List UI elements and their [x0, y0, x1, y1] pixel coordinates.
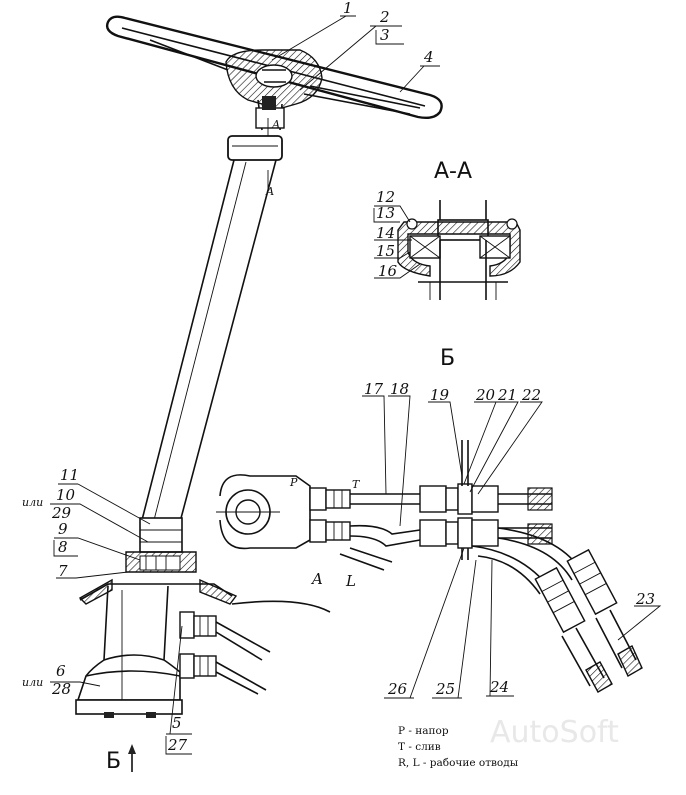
- callout-17: 17: [364, 380, 384, 398]
- callout-8: 8: [58, 538, 68, 556]
- callout-18: 18: [390, 380, 409, 398]
- or-text-1: или: [22, 496, 43, 509]
- callout-26: 26: [387, 680, 408, 698]
- or-text-2: или: [22, 676, 43, 689]
- callout-9: 9: [58, 520, 68, 538]
- callout-10: 10: [56, 486, 76, 504]
- callout-25: 25: [435, 680, 455, 698]
- svg-text:А: А: [271, 118, 280, 131]
- svg-text:А: А: [265, 185, 274, 198]
- callout-22: 22: [521, 386, 541, 404]
- callout-7: 7: [58, 562, 68, 580]
- callout-5: 5: [172, 714, 182, 732]
- view-b-detail: Б: [216, 346, 643, 693]
- callout-16: 16: [378, 262, 398, 280]
- legend-work-ports: R, L - рабочие отводы: [398, 757, 518, 769]
- callout-21: 21: [497, 386, 517, 404]
- callout-24: 24: [489, 678, 509, 696]
- callout-29: 29: [51, 504, 72, 522]
- callout-6: 6: [56, 662, 66, 680]
- cut-marks-a: А А: [265, 118, 280, 198]
- callout-27: 27: [167, 736, 188, 754]
- callout-1: 1: [343, 0, 353, 17]
- view-b-marker: Б: [106, 744, 136, 774]
- section-aa-title: А-А: [434, 159, 472, 184]
- callout-12: 12: [376, 188, 395, 206]
- view-b-label: Б: [106, 749, 121, 774]
- port-p-label: P: [289, 476, 298, 489]
- hydraulic-unit: [75, 585, 271, 718]
- callouts: 1 2 3 4 11 или 10 29 9 8 7 или 6 28 5 27: [22, 0, 662, 755]
- legend: P - напор T - слив R, L - рабочие отводы: [398, 725, 518, 769]
- watermark: AutoSoft: [490, 715, 619, 750]
- callout-2: 2: [379, 8, 390, 26]
- callout-20: 20: [475, 386, 496, 404]
- callout-15: 15: [376, 242, 395, 260]
- port-t-label: T: [352, 478, 361, 491]
- callout-14: 14: [376, 224, 395, 242]
- steering-column: [78, 135, 331, 613]
- callout-3: 3: [380, 26, 390, 44]
- callout-28: 28: [51, 680, 71, 698]
- callout-19: 19: [430, 386, 450, 404]
- port-l-label: L: [345, 572, 356, 590]
- callout-23: 23: [635, 590, 655, 608]
- callout-11: 11: [60, 466, 79, 484]
- legend-pressure: P - напор: [398, 725, 449, 737]
- port-a-label: A: [310, 570, 323, 588]
- section-b-title: Б: [440, 346, 455, 371]
- callout-4: 4: [423, 48, 434, 66]
- section-aa-detail: А-А: [397, 159, 521, 300]
- legend-drain: T - слив: [398, 741, 441, 753]
- steering-wheel: [105, 15, 443, 131]
- callout-13: 13: [376, 204, 395, 222]
